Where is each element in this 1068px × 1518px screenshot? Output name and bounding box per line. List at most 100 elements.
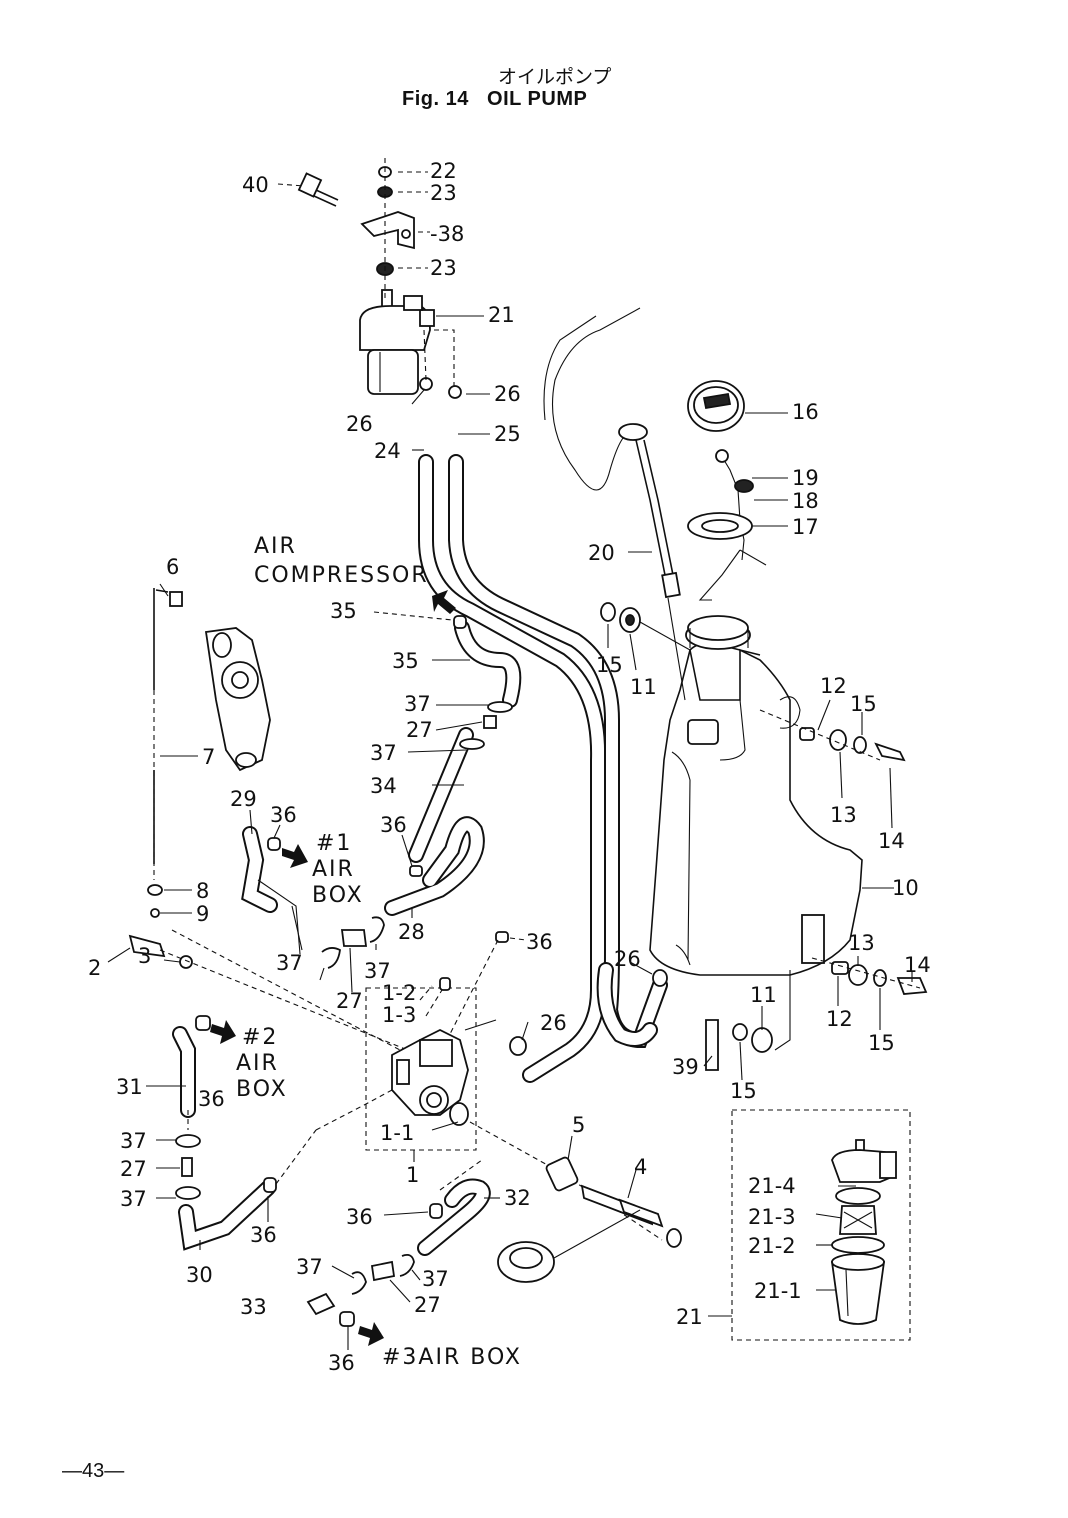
arrow-to-air-compressor xyxy=(432,590,456,614)
leader-lines xyxy=(107,171,913,1350)
callout-21-2: 21-2 xyxy=(748,1234,796,1258)
ring-19 xyxy=(734,479,754,493)
air-box-1-label-line3: BOX xyxy=(312,883,364,908)
tank-mount-bottom xyxy=(705,957,928,1071)
callout-24: 24 xyxy=(374,439,401,463)
callout-labels: 40 22 23 -38 23 21 26 26 26 24 25 16 19 … xyxy=(88,159,931,1375)
callout-4: 4 xyxy=(634,1155,647,1179)
arrow-to-air-box-3 xyxy=(358,1322,384,1346)
callout-37-b: 37 xyxy=(370,741,397,765)
callout-37-f: 37 xyxy=(120,1187,147,1211)
callout-25: 25 xyxy=(494,422,521,446)
callout-37-h: 37 xyxy=(422,1267,449,1291)
callout-36-h: 36 xyxy=(328,1351,355,1375)
oil-hose-24 xyxy=(418,454,607,1083)
grommet-11-top xyxy=(619,607,691,651)
callout-21-4: 21-4 xyxy=(748,1174,796,1198)
callout-37-a: 37 xyxy=(404,692,431,716)
callout-21-1: 21-1 xyxy=(754,1279,802,1303)
callout-36-b: 36 xyxy=(270,803,297,827)
callout-2: 2 xyxy=(88,956,101,980)
callout-15-lower: 15 xyxy=(730,1079,757,1103)
air-box-3-label: #3AIR BOX xyxy=(382,1345,522,1370)
callout-20: 20 xyxy=(588,541,615,565)
callout-30: 30 xyxy=(186,1263,213,1287)
callout-28: 28 xyxy=(398,920,425,944)
tank-mount-right xyxy=(759,709,906,762)
callout-13-bottom: 13 xyxy=(848,931,875,955)
filler-cap-16 xyxy=(687,380,745,432)
callout-17: 17 xyxy=(792,515,819,539)
page-number: —43— xyxy=(62,1460,125,1482)
callout-26-left: 26 xyxy=(346,412,373,436)
callout-39: 39 xyxy=(672,1055,699,1079)
callout-21-3: 21-3 xyxy=(748,1205,796,1229)
figure-title: Fig. 14 OIL PUMP xyxy=(402,88,588,110)
cap-strap-18 xyxy=(715,449,745,561)
callout-11-bottom: 11 xyxy=(750,983,777,1007)
callout-10: 10 xyxy=(892,876,919,900)
clip-26-right xyxy=(448,385,462,399)
callout-9: 9 xyxy=(196,902,209,926)
oil-filter-21 xyxy=(359,289,435,395)
callout-37-e: 37 xyxy=(120,1129,147,1153)
callout-37-c: 37 xyxy=(364,959,391,983)
callout-32: 32 xyxy=(504,1186,531,1210)
fittings xyxy=(175,615,527,1327)
callout-37-g: 37 xyxy=(296,1255,323,1279)
bracket-38 xyxy=(360,211,415,250)
callout-13-right: 13 xyxy=(830,803,857,827)
callout-26-pump: 26 xyxy=(540,1011,567,1035)
tank-drain-hose xyxy=(596,962,658,1047)
callout-36-c: 36 xyxy=(380,813,407,837)
callout-26-right: 26 xyxy=(494,382,521,406)
air-box-1-label-line1: #1 xyxy=(316,831,352,856)
air-compressor-label-line1: AIR xyxy=(254,534,297,559)
callout-8: 8 xyxy=(196,879,209,903)
hose-31 xyxy=(172,1026,196,1118)
callout-19: 19 xyxy=(792,466,819,490)
callout-23-lower: 23 xyxy=(430,256,457,280)
filter-exploded-view-21 xyxy=(731,1109,911,1341)
callout-1-1: 1-1 xyxy=(380,1121,414,1145)
callout-5: 5 xyxy=(572,1113,585,1137)
callout-23-top: 23 xyxy=(430,181,457,205)
callout-6: 6 xyxy=(166,555,179,579)
callout-16: 16 xyxy=(792,400,819,424)
air-box-1-label-line2: AIR xyxy=(312,857,355,882)
callout-3: 3 xyxy=(138,944,151,968)
callout-14-right: 14 xyxy=(878,829,905,853)
callout-38: -38 xyxy=(430,222,464,246)
callout-27-d: 27 xyxy=(414,1293,441,1317)
air-box-2-label-line3: BOX xyxy=(236,1077,288,1102)
oil-pump-1 xyxy=(365,987,663,1241)
pump-link-2 xyxy=(128,929,421,1056)
callout-15-bottom: 15 xyxy=(868,1031,895,1055)
callout-36-g: 36 xyxy=(346,1205,373,1229)
callout-27-b: 27 xyxy=(336,989,363,1013)
callout-1-3: 1-3 xyxy=(382,1003,416,1027)
callout-12-right: 12 xyxy=(820,674,847,698)
callout-1: 1 xyxy=(406,1163,419,1187)
clip-26-tank xyxy=(652,969,668,987)
callout-22: 22 xyxy=(430,159,457,183)
callout-36-e: 36 xyxy=(198,1087,225,1111)
callout-37-d: 37 xyxy=(276,951,303,975)
air-compressor xyxy=(204,627,271,772)
hose-32 xyxy=(417,1178,491,1256)
air-compressor-label-line2: COMPRESSOR xyxy=(254,563,429,588)
callout-21-top: 21 xyxy=(488,303,515,327)
callout-36-d: 36 xyxy=(526,930,553,954)
callout-34: 34 xyxy=(370,774,397,798)
callout-35: 35 xyxy=(392,649,419,673)
callout-1-2: 1-2 xyxy=(382,981,416,1005)
callout-40: 40 xyxy=(242,173,269,197)
callout-29: 29 xyxy=(230,787,257,811)
arrow-to-air-box-1 xyxy=(282,844,308,868)
callout-15-right: 15 xyxy=(850,692,877,716)
callout-27-c: 27 xyxy=(120,1157,147,1181)
washer-15-top xyxy=(600,602,616,622)
air-box-2-label-line1: #2 xyxy=(242,1025,278,1050)
air-box-2-label-line2: AIR xyxy=(236,1051,279,1076)
